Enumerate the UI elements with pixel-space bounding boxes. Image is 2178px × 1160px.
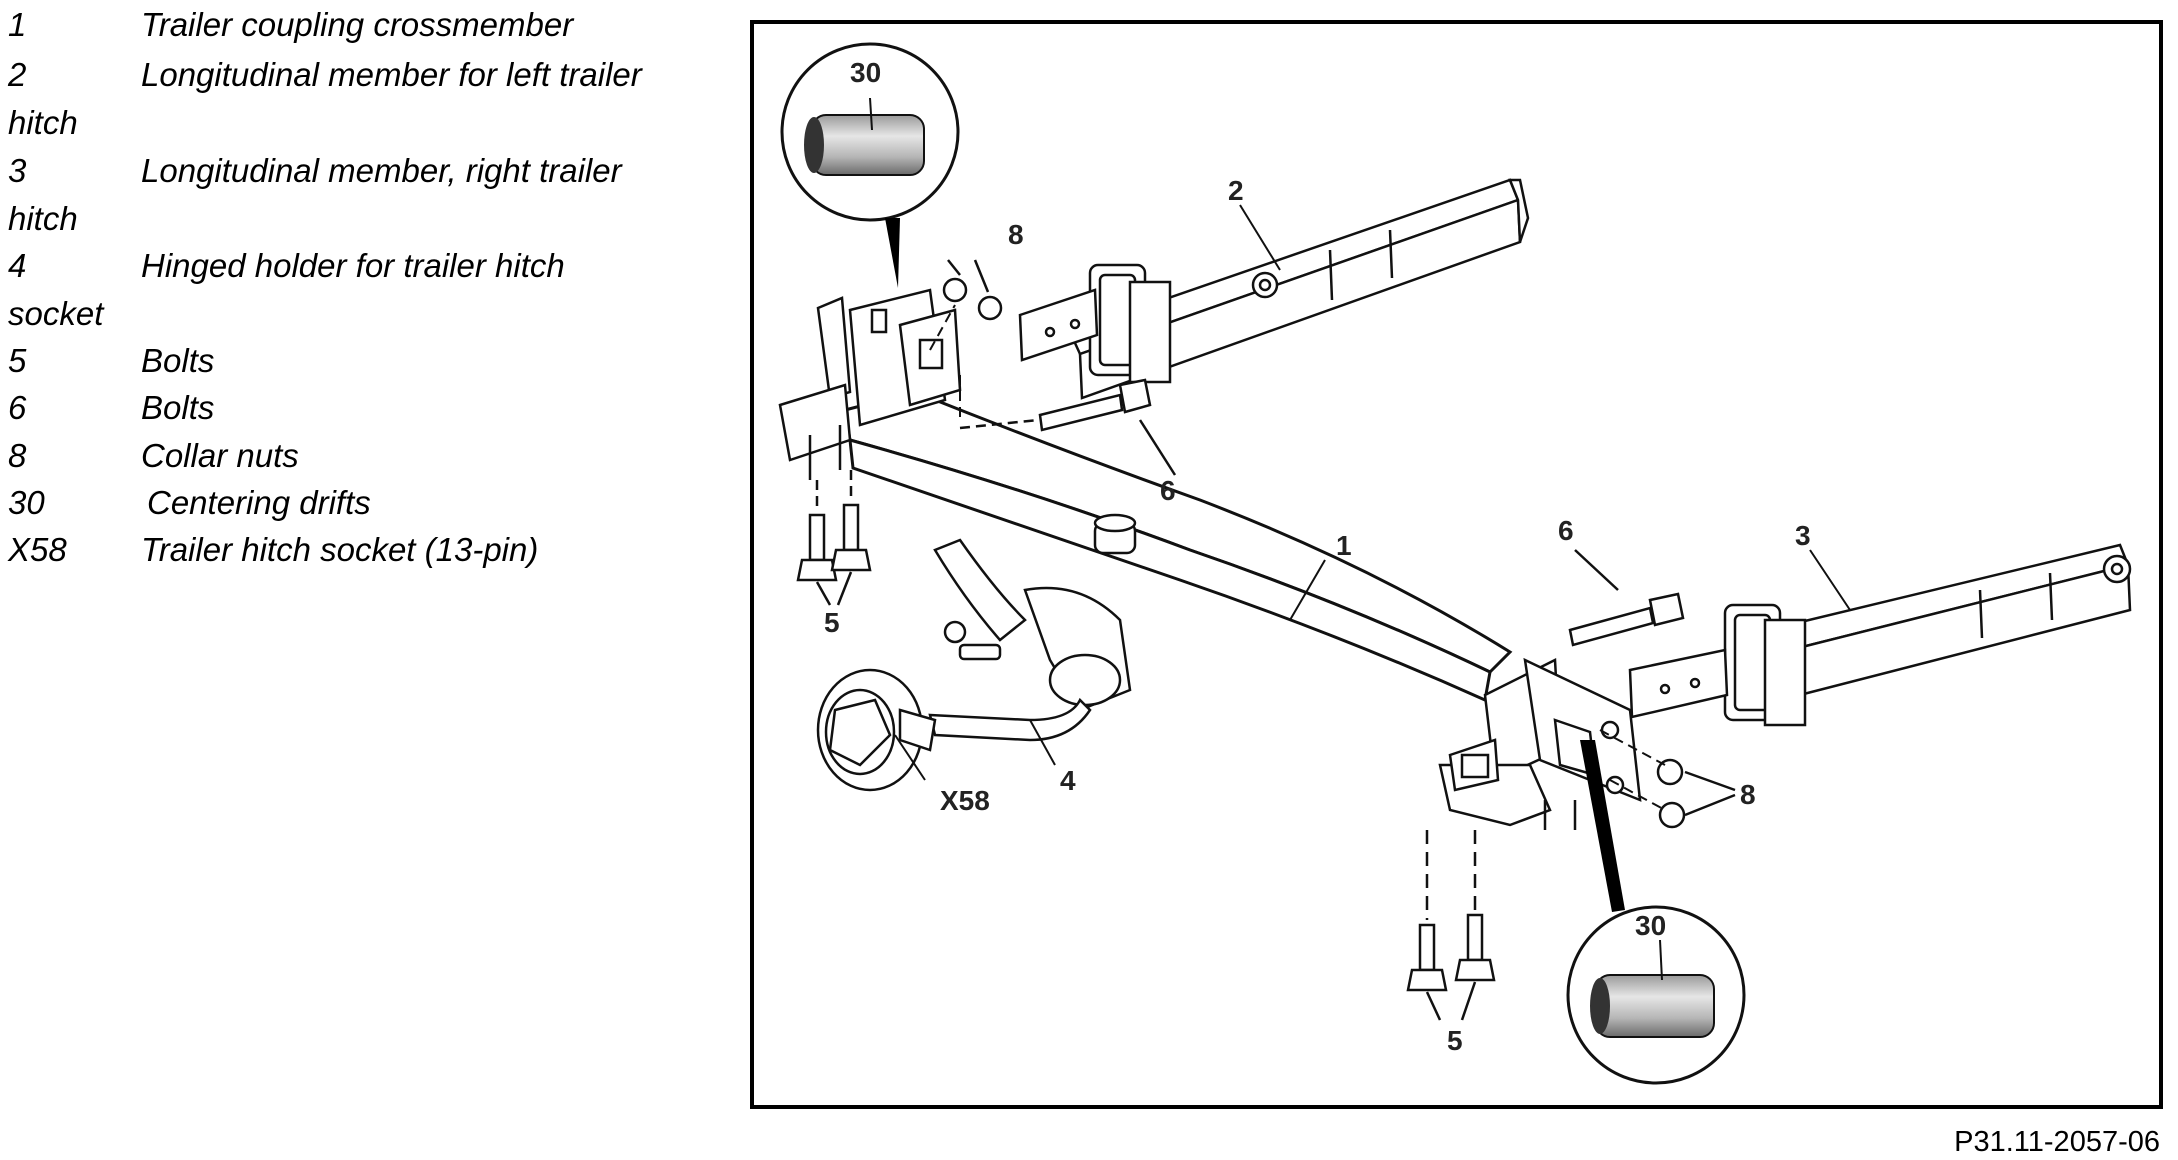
legend-text: Centering drifts	[147, 484, 371, 521]
collar-nuts-8	[942, 259, 1736, 829]
legend-number: 4	[8, 247, 27, 284]
trailer-hitch-socket-x58	[816, 668, 937, 792]
callout-8-top: 8	[1008, 219, 1024, 250]
figure-reference: P31.11-2057-06	[1954, 1126, 2160, 1158]
guide-lines	[929, 304, 1666, 811]
callout-6-left: 6	[1160, 475, 1176, 506]
callout-30-bottom: 30	[1635, 910, 1666, 941]
callout-8-bottom: 8	[1740, 779, 1756, 810]
diagram-frame	[750, 20, 2163, 1109]
trailer-hitch-exploded-diagram: 1 2 3 4 5 5 6 6 8 8 30 30 X58	[778, 42, 2132, 1085]
legend-text: Trailer coupling crossmember	[141, 6, 574, 43]
callout-3: 3	[1795, 520, 1811, 551]
hinged-holder	[928, 513, 1137, 742]
callout-x58: X58	[940, 785, 990, 816]
legend-number: 1	[8, 6, 27, 43]
legend-text: Hinged holder for trailer hitch	[141, 247, 565, 284]
legend-text-continuation: hitch	[8, 200, 78, 237]
legend-text: Bolts	[141, 342, 215, 379]
legend-number: 3	[8, 152, 27, 189]
legend-text: Collar nuts	[141, 437, 299, 474]
centering-drift-inset-top	[780, 42, 960, 288]
legend-text: Longitudinal member for left trailer	[141, 56, 642, 93]
legend-number: X58	[8, 531, 67, 568]
callout-1: 1	[1336, 530, 1352, 561]
bolts-5-right	[1406, 830, 1496, 1021]
callout-5-left: 5	[824, 607, 840, 638]
legend-number: 8	[8, 437, 27, 474]
left-mounting-bracket	[778, 288, 962, 480]
centering-drift-inset-bottom	[1566, 740, 1746, 1085]
legend-text: Bolts	[141, 389, 215, 426]
legend-number: 5	[8, 342, 27, 379]
bolts-5-left	[796, 470, 872, 606]
bolt-6-right	[1568, 549, 1685, 647]
leader-lines	[894, 204, 1851, 781]
callout-5-right: 5	[1447, 1025, 1463, 1056]
right-mounting-bracket	[1438, 657, 1642, 830]
legend-number: 30	[8, 484, 45, 521]
bolt-6-left	[959, 378, 1177, 476]
callout-6-right: 6	[1558, 515, 1574, 546]
left-longitudinal-member	[1018, 178, 1530, 400]
callout-30-top: 30	[850, 57, 881, 88]
right-longitudinal-member	[1628, 543, 2132, 727]
legend-text-continuation: hitch	[8, 104, 78, 141]
legend-number: 2	[8, 56, 27, 93]
legend-text-continuation: socket	[8, 295, 104, 332]
callout-2: 2	[1228, 175, 1244, 206]
legend-text: Longitudinal member, right trailer	[141, 152, 622, 189]
legend-text: Trailer hitch socket (13-pin)	[141, 531, 539, 568]
legend-number: 6	[8, 389, 27, 426]
callout-4: 4	[1060, 765, 1076, 796]
